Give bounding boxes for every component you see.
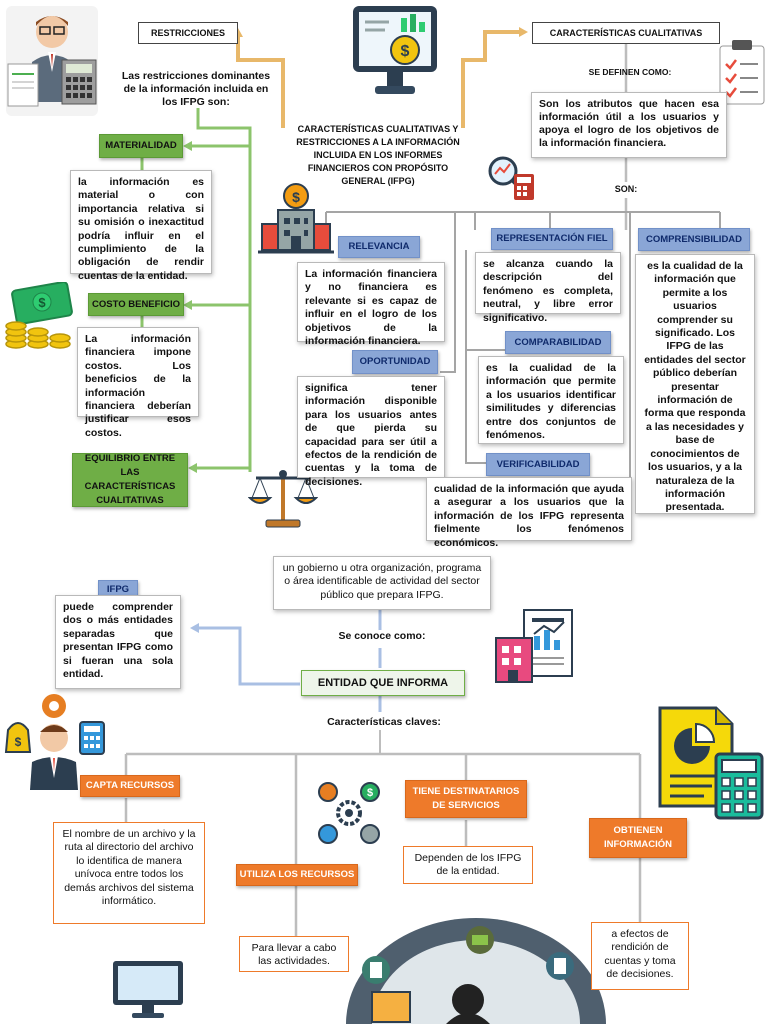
- government-building-icon: $: [258, 183, 334, 254]
- resources-gear-icon: $: [318, 782, 380, 844]
- costo-beneficio-text: La información financiera impone costos.…: [77, 327, 199, 439]
- svg-text:$: $: [38, 295, 46, 310]
- obtienen-informacion-text: a efectos de rendición de cuentas y toma…: [591, 922, 689, 990]
- capta-recursos-text: El nombre de un archivo y la ruta al dir…: [53, 822, 205, 924]
- checklist-icon: [719, 40, 765, 105]
- gobierno-box: un gobierno u otra organización, program…: [273, 556, 491, 610]
- relevancia-label: RELEVANCIA: [338, 236, 420, 258]
- center-title: CARACTERÍSTICAS CUALITATIVAS Y RESTRICCI…: [296, 124, 460, 186]
- costo-beneficio-label: COSTO BENEFICIO: [88, 293, 184, 316]
- utiliza-recursos-label: UTILIZA LOS RECURSOS: [236, 864, 358, 886]
- verificabilidad-text: cualidad de la información que ayuda a a…: [426, 477, 632, 549]
- materialidad-text: la información es material o con importa…: [70, 170, 212, 282]
- verificabilidad-label: VERIFICABILIDAD: [486, 453, 590, 476]
- comparabilidad-text: es la cualidad de la información que per…: [478, 356, 624, 444]
- report-building-icon: [495, 609, 573, 683]
- son-label: SON:: [614, 184, 638, 194]
- money-icon: $: [5, 282, 73, 349]
- comprensibilidad-text: es la cualidad de la información que per…: [635, 254, 755, 514]
- analysis-calculator-icon: [488, 156, 534, 200]
- comparabilidad-label: COMPARABILIDAD: [505, 331, 611, 354]
- se-conoce-como: Se conoce como:: [338, 630, 426, 642]
- accountant-illustration-icon: [6, 6, 98, 116]
- financial-document-icon: [658, 706, 764, 820]
- svg-text:$: $: [292, 189, 300, 205]
- restricciones-label: RESTRICCIONES: [138, 22, 238, 44]
- computer-icon: [113, 961, 183, 1018]
- restricciones-intro: Las restricciones dominantes de la infor…: [121, 70, 271, 108]
- financial-monitor-icon: $: [353, 6, 437, 94]
- oportunidad-text: significa tener información disponible p…: [297, 376, 445, 488]
- caracteristicas-claves: Características claves:: [327, 716, 441, 728]
- oportunidad-label: OPORTUNIDAD: [352, 350, 438, 374]
- representacion-fiel-label: REPRESENTACIÓN FIEL: [491, 228, 613, 250]
- entidad-que-informa: ENTIDAD QUE INFORMA: [301, 670, 465, 696]
- balance-scale-icon: [248, 470, 318, 528]
- se-definen-como: SE DEFINEN COMO:: [588, 67, 672, 77]
- svg-text:$: $: [15, 735, 22, 749]
- caracteristicas-label: CARACTERÍSTICAS CUALITATIVAS: [532, 22, 720, 44]
- comprensibilidad-label: COMPRENSIBILIDAD: [638, 228, 750, 251]
- svg-text:$: $: [367, 787, 373, 799]
- definicion-box: Son los atributos que hacen esa informac…: [531, 92, 727, 158]
- capta-recursos-label: CAPTA RECURSOS: [80, 775, 180, 797]
- tiene-destinatarios-text: Dependen de los IFPG de la entidad.: [403, 846, 533, 884]
- ifpg-text: puede comprender dos o más entidades sep…: [55, 595, 181, 689]
- obtienen-informacion-label: OBTIENEN INFORMACIÓN: [589, 818, 687, 858]
- team-semicircle-illustration-icon: [346, 918, 606, 1024]
- relevancia-text: La información financiera y no financier…: [297, 262, 445, 347]
- representacion-fiel-text: se alcanza cuando la descripción del fen…: [475, 252, 621, 324]
- tiene-destinatarios-label: TIENE DESTINATARIOS DE SERVICIOS: [405, 780, 527, 818]
- svg-text:$: $: [401, 43, 410, 60]
- utiliza-recursos-text: Para llevar a cabo las actividades.: [239, 936, 349, 972]
- equilibrio-label: EQUILIBRIO ENTRE LAS CARACTERÍSTICAS CUA…: [72, 453, 188, 507]
- materialidad-label: MATERIALIDAD: [99, 134, 183, 158]
- businessman-icon: $: [4, 694, 105, 790]
